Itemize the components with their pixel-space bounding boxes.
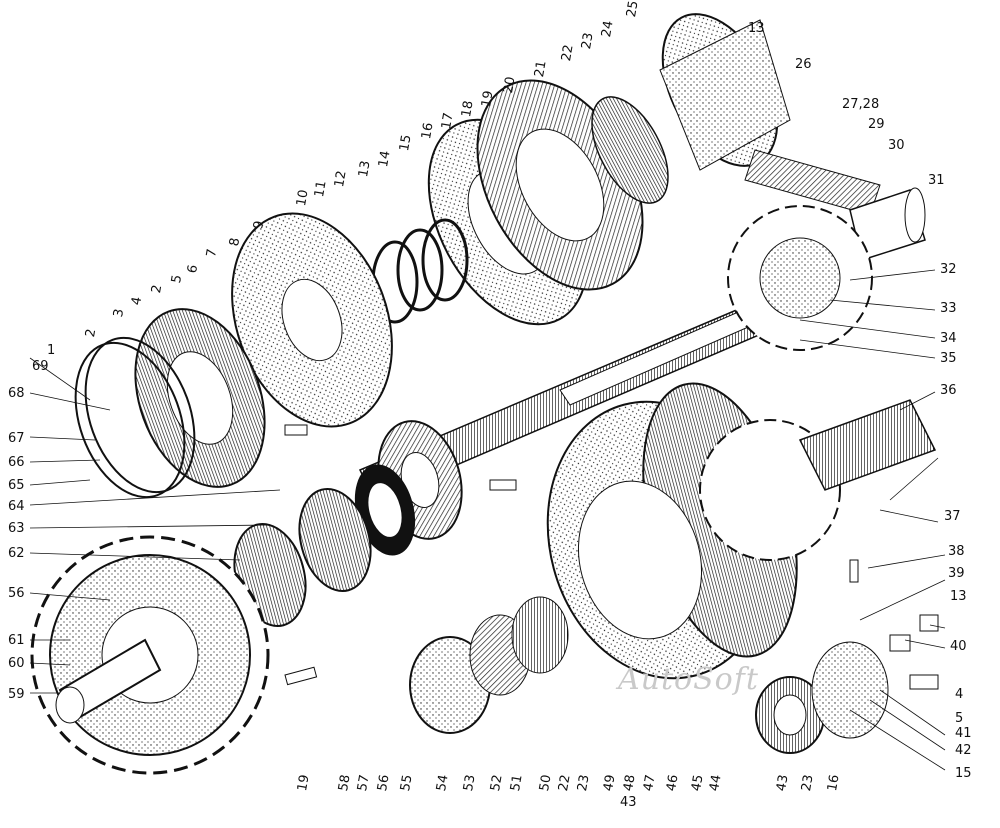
callout-20: 20 xyxy=(501,75,519,95)
callout-45: 45 xyxy=(689,773,707,793)
callout-52: 52 xyxy=(488,773,506,793)
callout-38: 38 xyxy=(948,544,965,559)
callout-68: 68 xyxy=(8,386,25,401)
callout-51: 51 xyxy=(508,773,526,793)
gear-61 xyxy=(30,535,270,775)
callout-26: 26 xyxy=(795,57,812,72)
callout-65: 65 xyxy=(8,478,25,493)
callout-69: 69 xyxy=(32,359,49,374)
callout-43a: 43 xyxy=(620,795,637,810)
callout-16a: 16 xyxy=(419,121,437,141)
callout-56: 56 xyxy=(8,586,25,601)
callout-23b: 23 xyxy=(575,773,593,793)
small-fasteners xyxy=(284,424,939,690)
callout-13b: 13 xyxy=(748,21,765,36)
callout-40: 40 xyxy=(950,639,967,654)
callout-25: 25 xyxy=(624,0,642,19)
spring-pack xyxy=(371,218,469,324)
callout-31: 31 xyxy=(928,173,945,188)
chain-link xyxy=(744,149,881,216)
callout-12: 12 xyxy=(332,169,350,189)
callout-15b: 15 xyxy=(955,766,972,781)
callout-21: 21 xyxy=(532,59,550,79)
callout-5b: 5 xyxy=(955,711,964,726)
callout-4b: 4 xyxy=(955,687,964,702)
tube-31 xyxy=(849,187,926,261)
pressure-plate-9 xyxy=(231,212,393,428)
callout-49: 49 xyxy=(601,773,619,793)
callout-24: 24 xyxy=(599,19,617,39)
bearing-43 xyxy=(755,641,889,754)
callout-44: 44 xyxy=(707,773,725,793)
callout-56b: 56 xyxy=(375,773,393,793)
callout-55: 55 xyxy=(398,773,416,793)
callout-13a: 13 xyxy=(356,159,374,179)
sprocket-32 xyxy=(727,205,873,351)
callout-10: 10 xyxy=(294,188,312,208)
callout-62: 62 xyxy=(8,546,25,561)
callout-23a: 23 xyxy=(579,31,597,51)
watermark: AutoSoft xyxy=(618,662,759,697)
callout-22b: 22 xyxy=(556,773,574,793)
callout-27-28: 27,28 xyxy=(842,97,880,112)
callout-19b: 19 xyxy=(295,773,313,793)
callout-1: 1 xyxy=(47,343,56,358)
hub-53 xyxy=(409,596,569,734)
callout-60: 60 xyxy=(8,656,25,671)
callout-18: 18 xyxy=(459,99,477,119)
callout-61: 61 xyxy=(8,633,25,648)
callout-50: 50 xyxy=(537,773,555,793)
callout-15a: 15 xyxy=(397,133,415,153)
callout-17: 17 xyxy=(439,111,457,131)
callout-54: 54 xyxy=(434,773,452,793)
leader-lines xyxy=(29,269,946,771)
callout-66: 66 xyxy=(8,455,25,470)
snap-rings xyxy=(74,336,196,499)
splined-hub xyxy=(591,96,669,204)
callout-11: 11 xyxy=(312,179,330,199)
callout-32: 32 xyxy=(940,262,957,277)
callout-36: 36 xyxy=(940,383,957,398)
callout-47: 47 xyxy=(641,773,659,793)
callout-46: 46 xyxy=(664,773,682,793)
callout-29: 29 xyxy=(868,117,885,132)
callout-19a: 19 xyxy=(479,89,497,109)
callout-16b: 16 xyxy=(825,773,843,793)
callout-30: 30 xyxy=(888,138,905,153)
callout-57: 57 xyxy=(355,773,373,793)
callout-41a: 41 xyxy=(955,726,972,741)
sprocket-36 xyxy=(699,399,937,561)
callout-42: 42 xyxy=(955,743,972,758)
callout-14: 14 xyxy=(376,149,394,169)
callout-63: 63 xyxy=(8,521,25,536)
ring-55 xyxy=(354,464,416,556)
callout-37: 37 xyxy=(944,509,961,524)
callout-43b: 43 xyxy=(774,773,792,793)
callout-58: 58 xyxy=(336,773,354,793)
friction-pack-3 xyxy=(134,308,266,488)
callout-64: 64 xyxy=(8,499,25,514)
callout-34: 34 xyxy=(940,331,957,346)
callout-33: 33 xyxy=(940,301,957,316)
callout-39: 39 xyxy=(948,566,965,581)
callout-35: 35 xyxy=(940,351,957,366)
callout-13c: 13 xyxy=(950,589,967,604)
callout-59: 59 xyxy=(8,687,25,702)
callout-22a: 22 xyxy=(559,43,577,63)
callout-48: 48 xyxy=(621,773,639,793)
bearing-58 xyxy=(298,488,372,592)
callout-67: 67 xyxy=(8,431,25,446)
rear-flange-housing xyxy=(659,13,791,171)
callout-23c: 23 xyxy=(799,773,817,793)
callout-53: 53 xyxy=(461,773,479,793)
